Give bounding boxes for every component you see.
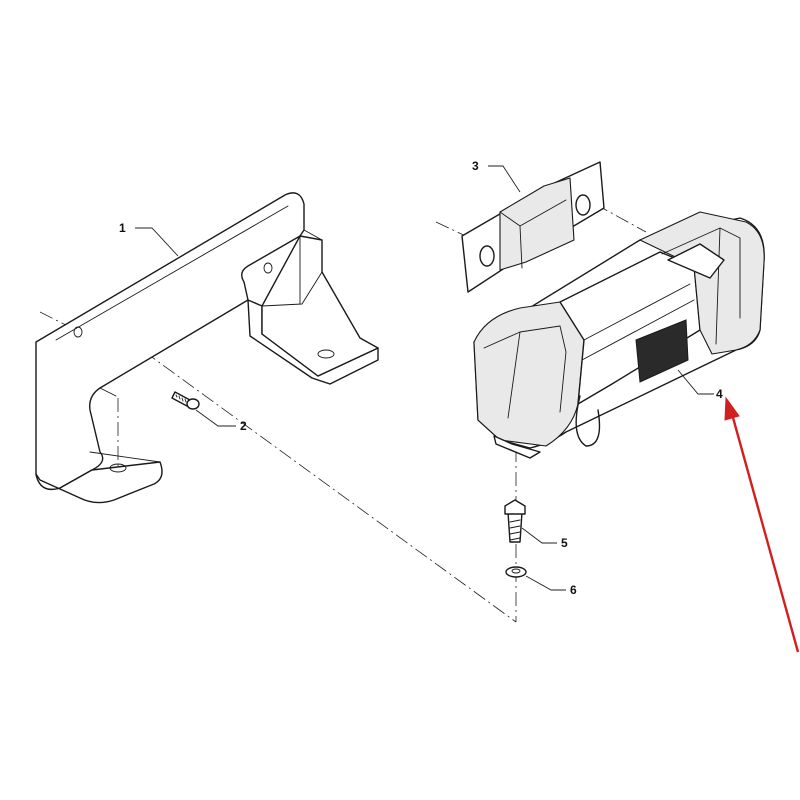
screw-thread [175, 394, 187, 403]
holder-right-cap [639, 211, 765, 355]
bracket-hole-leg [317, 349, 335, 359]
bracket-part-1 [35, 192, 379, 504]
holder-clip [667, 243, 725, 279]
bracket-foot-edge [89, 451, 161, 463]
bracket-gusset-edges [261, 235, 323, 307]
washer-part-6 [505, 566, 527, 578]
fuse-body-edges [499, 199, 567, 269]
bolt-part-5 [504, 499, 526, 543]
leader-5 [521, 527, 557, 544]
callout-6: 6 [570, 583, 577, 597]
bracket-hole-top-left [73, 326, 83, 338]
washer-outer [505, 566, 527, 578]
callout-labels: 1 2 3 4 5 6 [119, 159, 723, 597]
fuse-hole-right [575, 194, 591, 216]
red-arrow-head [724, 396, 740, 421]
bracket-hole-top-right [263, 262, 273, 274]
bolt-thread [509, 519, 521, 541]
bolt-head [504, 499, 526, 515]
leader-3 [488, 165, 521, 193]
leader-1 [135, 227, 179, 257]
screw-part-2 [171, 391, 200, 410]
leader-4 [677, 369, 714, 395]
holder-mid-lines [581, 283, 695, 361]
holder-left-cap [473, 301, 585, 447]
callout-5: 5 [561, 536, 568, 550]
callout-3: 3 [472, 159, 479, 173]
red-arrow [724, 396, 800, 653]
fuse-body [499, 177, 575, 271]
bracket-hole-foot [109, 463, 127, 473]
center-line-diagonal [104, 322, 517, 623]
callout-1: 1 [119, 221, 126, 235]
washer-hole [511, 568, 521, 574]
callout-2: 2 [240, 419, 247, 433]
holder-wire [575, 395, 601, 447]
bracket-gusset [261, 235, 379, 377]
red-arrow-shaft [730, 413, 800, 653]
bracket-inner-edge [55, 205, 323, 397]
holder-base-tab [493, 435, 541, 459]
screw-head [186, 398, 200, 410]
leader-6 [525, 575, 566, 591]
fuse-hole-left [479, 245, 495, 267]
leader-2 [195, 409, 236, 427]
callout-4: 4 [716, 387, 723, 401]
bracket-bottom-foot [35, 461, 163, 504]
fuse-part-3 [461, 161, 605, 293]
holder-right-cap-edges [661, 227, 741, 345]
holder-left-cap-edges [483, 325, 567, 419]
fuse-holder-part-4 [473, 211, 765, 459]
holder-label-plate [635, 319, 689, 383]
leader-lines [135, 165, 714, 591]
